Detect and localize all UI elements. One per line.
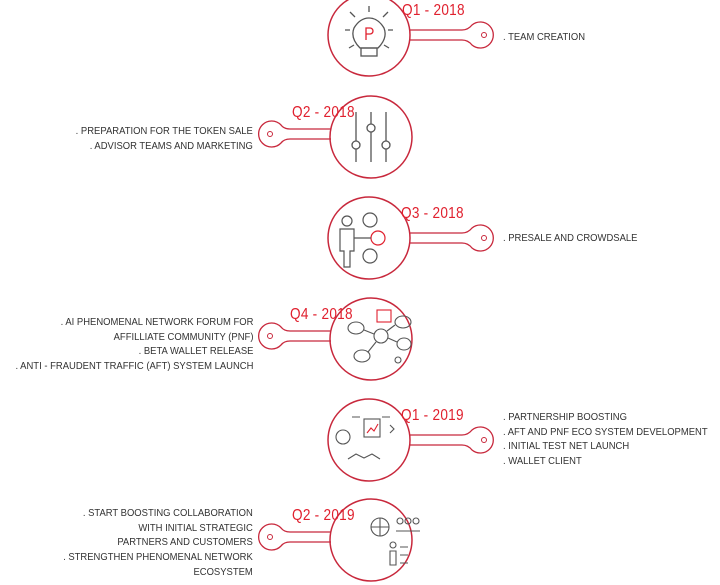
quarter-label: Q1 - 2018 — [402, 2, 465, 19]
quarter-label: Q4 - 2018 — [290, 306, 353, 323]
milestone-item: . PRESALE AND CROWDSALE — [503, 232, 638, 244]
milestone-q3-2018: Q3 - 2018 . PRESALE AND CROWDSALE — [0, 193, 720, 283]
milestone-item: . ADVISOR TEAMS AND MARKETING — [89, 139, 254, 152]
milestone-item: . WALLET CLIENT — [503, 455, 582, 468]
milestone-q1-2018: Q1 - 2018 . TEAM CREATION — [0, 0, 720, 80]
milestone-item: . INITIAL TEST NET LAUNCH — [503, 440, 630, 453]
person-coins-icon — [339, 212, 386, 268]
milestone-item: . AI PHENOMENAL NETWORK FORUM FOR — [60, 316, 254, 328]
milestone-items: . PREPARATION FOR THE TOKEN SALE . ADVIS… — [76, 124, 253, 153]
milestone-item: . ANTI - FRAUDENT TRAFFIC (AFT) SYSTEM L… — [14, 360, 253, 373]
milestone-item: . AFT AND PNF ECO SYSTEM DEVELOPMENT — [503, 425, 708, 438]
milestone-q1-2019: Q1 - 2019 . PARTNERSHIP BOOSTING . AFT A… — [0, 395, 720, 485]
quarter-label: Q2 - 2018 — [292, 104, 355, 121]
partnership-icon — [335, 416, 395, 460]
milestone-items: . AI PHENOMENAL NETWORK FORUM FOR AFFILL… — [15, 315, 253, 374]
network-chat-icon — [347, 309, 412, 364]
milestone-items: . PRESALE AND CROWDSALE — [503, 231, 637, 246]
milestone-item: . PREPARATION FOR THE TOKEN SALE — [75, 125, 253, 137]
timeline-connector — [327, 196, 494, 280]
milestone-item: . TEAM CREATION — [503, 31, 586, 43]
milestone-q2-2018: Q2 - 2018 . PREPARATION FOR THE TOKEN SA… — [0, 92, 720, 182]
milestone-q2-2019: Q2 - 2019 . START BOOSTING COLLABORATION… — [0, 495, 720, 585]
milestone-item: . PARTNERSHIP BOOSTING — [503, 411, 627, 423]
milestone-item: . STRENGTHEN PHENOMENAL NETWORK — [63, 551, 253, 564]
milestone-item: PARTNERS AND CUSTOMERS — [117, 536, 253, 549]
timeline-connector — [327, 398, 494, 482]
milestone-item: . BETA WALLET RELEASE — [138, 345, 253, 358]
collaboration-icon — [370, 517, 420, 566]
milestone-items: . TEAM CREATION — [503, 30, 585, 45]
quarter-label: Q3 - 2018 — [401, 205, 464, 222]
milestone-item: ECOSYSTEM — [193, 565, 253, 578]
quarter-label: Q1 - 2019 — [401, 407, 464, 424]
quarter-label: Q2 - 2019 — [292, 507, 355, 524]
sliders-icon — [351, 112, 391, 162]
milestone-q4-2018: Q4 - 2018 . AI PHENOMENAL NETWORK FORUM … — [0, 294, 720, 384]
milestone-items: . START BOOSTING COLLABORATION WITH INIT… — [63, 506, 253, 580]
timeline-connector — [258, 297, 413, 381]
milestone-items: . PARTNERSHIP BOOSTING . AFT AND PNF ECO… — [503, 410, 708, 469]
timeline-connector — [327, 0, 494, 77]
milestone-item: WITH INITIAL STRATEGIC — [138, 521, 253, 534]
lightbulb-icon — [345, 6, 393, 57]
milestone-item: . START BOOSTING COLLABORATION — [83, 507, 253, 519]
timeline-connector — [258, 95, 413, 179]
milestone-item: AFFILLIATE COMMUNITY (PNF) — [113, 330, 253, 343]
